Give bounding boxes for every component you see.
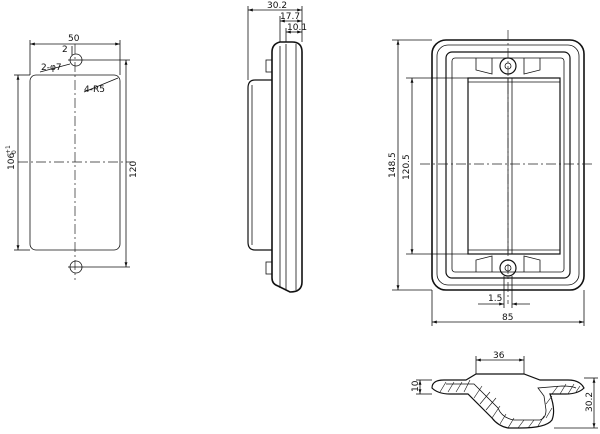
side-view: 30.2 17.7 10.1 [247, 1, 307, 293]
top-stud [265, 59, 273, 73]
section-width-label: 36 [493, 351, 505, 361]
side-flange [271, 41, 303, 293]
opening-tol-lower: 0 [11, 150, 18, 154]
side-flange-label: 10.1 [287, 23, 307, 33]
section-depth-label: 30.2 [585, 392, 595, 412]
handle-well [467, 77, 561, 255]
front-view: 148.5 120.5 85 1.5 [388, 30, 594, 326]
radius-callout: 4-R5 [84, 85, 105, 95]
hole-callout: 2-φ7 [41, 63, 62, 73]
section-profile [431, 373, 585, 429]
side-body [247, 79, 272, 251]
side-overall-label: 30.2 [267, 1, 287, 11]
section-flange-label: 10 [411, 380, 421, 392]
section-hatching [439, 379, 581, 429]
cutout-width-label: 50 [68, 34, 80, 44]
cutout-offset-label: 2 [62, 45, 68, 55]
front-inner-height-label: 120.5 [402, 154, 412, 180]
opening-height-label: 106 [7, 153, 17, 170]
side-mid-label: 17.7 [280, 12, 300, 22]
front-overall-height-label: 148.5 [388, 152, 398, 178]
cutout-height-label: 120 [129, 161, 139, 178]
front-width-label: 85 [502, 313, 513, 323]
front-wall-label: 1.5 [488, 294, 502, 304]
opening-tol-upper: +1 [5, 145, 12, 154]
cutout-view: 50 2 2-φ7 4-R5 120 106 +1 0 [5, 34, 139, 280]
bottom-stud [265, 261, 273, 275]
section-view: 36 10 30.2 [411, 351, 598, 429]
